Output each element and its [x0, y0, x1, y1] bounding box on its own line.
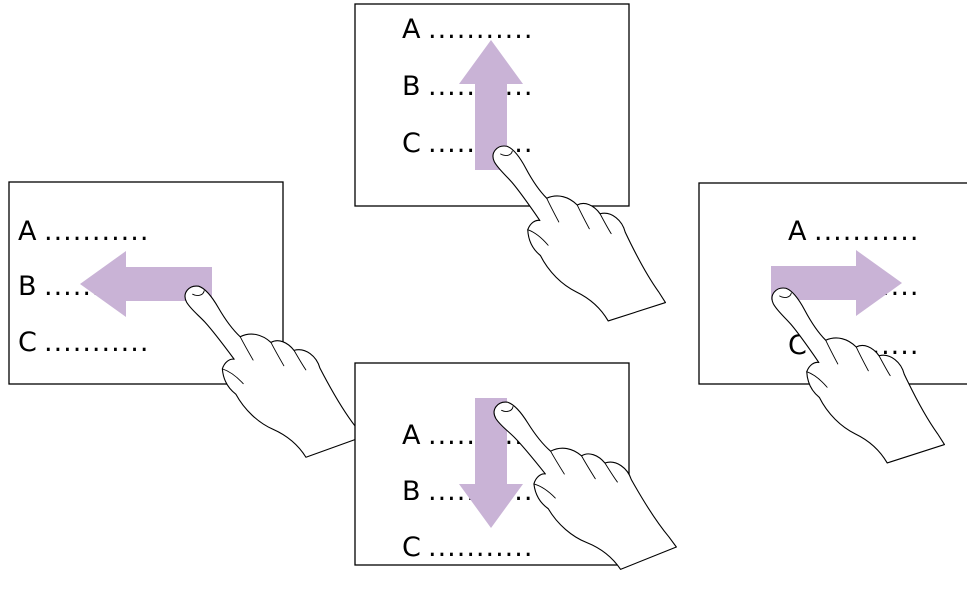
- row-dots: ...........: [428, 532, 533, 563]
- screen-frame: [354, 3, 630, 207]
- row-letter: B: [402, 476, 421, 507]
- row-letter: A: [402, 420, 421, 451]
- row-dots: ...........: [44, 216, 149, 247]
- row-dots: ...........: [814, 216, 919, 247]
- row-letter: B: [18, 271, 37, 302]
- panel-swipe-up: A ........... B ........... C ..........…: [354, 3, 667, 339]
- row-letter: C: [18, 327, 37, 358]
- arrow-left-icon: [80, 251, 212, 317]
- row-dots: ...........: [44, 327, 149, 358]
- row-letter: A: [18, 216, 37, 247]
- row-dots: ...........: [428, 14, 533, 45]
- row-letter: C: [402, 128, 421, 159]
- panel-swipe-down: A ........... B ........... C ..........…: [354, 362, 679, 593]
- panel-swipe-right: A ........... B ........... C ..........…: [698, 182, 967, 481]
- arrow-up-icon: [459, 40, 523, 170]
- row-letter: B: [402, 71, 421, 102]
- row-letter: A: [402, 14, 421, 45]
- arrow-right-icon: [771, 250, 902, 316]
- row-letter: A: [788, 216, 807, 247]
- panel-swipe-left: A ........... B ........... C ..........…: [8, 181, 365, 478]
- row-letter: C: [402, 532, 421, 563]
